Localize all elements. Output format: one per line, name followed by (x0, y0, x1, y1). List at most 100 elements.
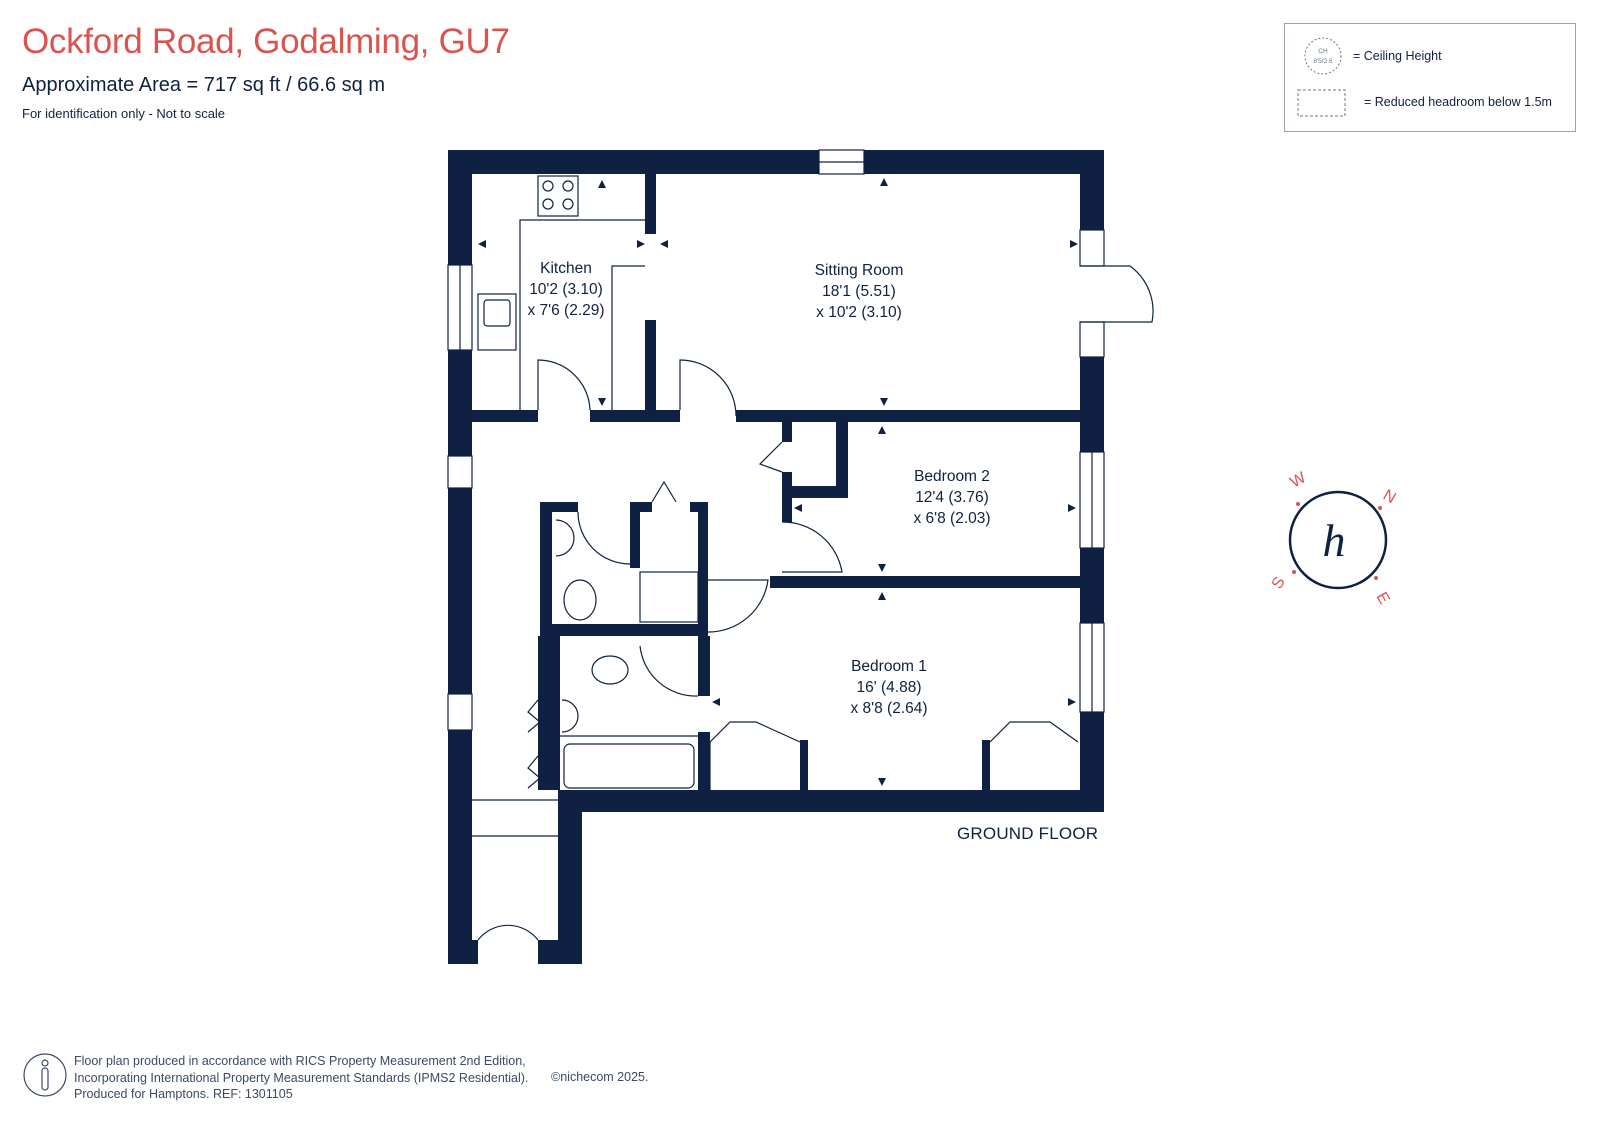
hob-ring-1 (542, 180, 554, 192)
door-kitchen (537, 359, 591, 411)
fixtures (447, 149, 1154, 941)
room-bedroom-2-dim2: x 6'8 (2.03) (913, 510, 991, 527)
person-icon (23, 1053, 67, 1097)
compass-dot-ne (1378, 506, 1382, 510)
arrow-bed2-left (794, 504, 802, 512)
wall-sitting-bottom (736, 410, 1080, 422)
wardrobe-2 (989, 721, 1079, 743)
wall-right-3 (1080, 548, 1104, 623)
compass-w: W (1288, 469, 1310, 492)
compass-dot-nw (1296, 502, 1300, 506)
room-bedroom-2: Bedroom 2 12'4 (3.76) x 6'8 (2.03) (913, 466, 990, 529)
wall-shower-right (698, 502, 708, 632)
wall-kitchen-bottom-right (590, 410, 680, 422)
hob-ring-2 (562, 180, 574, 192)
hob-icon (537, 175, 579, 217)
room-kitchen-dim1: 10'2 (3.10) (529, 281, 603, 298)
room-kitchen-name: Kitchen (540, 260, 592, 277)
arrow-kitchen-top (598, 180, 606, 188)
wall-left-2 (448, 350, 472, 456)
basin-icon-2 (561, 699, 579, 733)
wall-kitchen-right-1 (645, 174, 656, 234)
bath-icon (563, 743, 695, 789)
basin-icon-1 (555, 519, 575, 557)
wardrobe-1 (709, 721, 801, 743)
arrow-kitchen-left (478, 240, 486, 248)
wall-cupboard-left-1 (782, 422, 792, 442)
compass-ring (1288, 490, 1388, 590)
hob-ring-4 (562, 198, 574, 210)
arrow-sitting-right (1070, 240, 1078, 248)
wall-shower-top-mid (630, 502, 652, 512)
wall-top-right (864, 150, 1104, 174)
arrow-bed1-right (1068, 698, 1076, 706)
kitchen-sink-icon (477, 293, 517, 351)
wall-entry-right (558, 800, 582, 964)
door-airing-cupboard (651, 480, 677, 503)
door-bedroom2 (781, 521, 843, 573)
wall-cupboard-right (836, 422, 848, 498)
legend-graphics: CH 8'5/2.6 (1297, 37, 1346, 117)
wall-right-2 (1080, 357, 1104, 452)
room-bedroom-1-dim1: 16' (4.88) (856, 679, 922, 696)
wall-top-left (448, 150, 819, 174)
door-shower-room (577, 511, 631, 565)
door-balcony (1080, 265, 1154, 323)
shower-tray-icon (639, 571, 699, 623)
legend-box: CH 8'5/2.6 = Ceiling Height = Reduced he… (1284, 23, 1576, 132)
wall-shower-bottom (540, 624, 708, 636)
arrow-bed1-left (712, 698, 720, 706)
compass-n: N (1380, 487, 1399, 508)
wall-left-3 (448, 488, 472, 694)
wall-cupboard-left-2 (782, 472, 792, 522)
identification-note: For identification only - Not to scale (22, 106, 226, 121)
room-bedroom-2-dim1: 12'4 (3.76) (915, 489, 989, 506)
wall-bathroom-right-2 (698, 732, 710, 794)
legend-headroom-label: = Reduced headroom below 1.5m (1364, 95, 1552, 109)
room-kitchen: Kitchen 10'2 (3.10) x 7'6 (2.29) (527, 258, 604, 321)
approximate-area: Approximate Area = 717 sq ft / 66.6 sq m (22, 74, 385, 96)
compass-s: S (1272, 574, 1289, 592)
arrow-bed2-bottom (878, 564, 886, 572)
footer-line-1: Floor plan produced in accordance with R… (74, 1054, 526, 1068)
walls (448, 150, 1104, 964)
compass: h W N S E (1272, 469, 1399, 608)
wardrobe-2-left (982, 740, 990, 790)
wall-cupboard-bottom (782, 486, 848, 498)
toilet-icon-2 (591, 655, 629, 685)
ceiling-icon-bottom: 8'5/2.6 (1313, 58, 1333, 65)
room-sitting-dim1: 18'1 (5.51) (822, 283, 896, 300)
room-sitting-dim2: x 10'2 (3.10) (816, 304, 902, 321)
arrow-kitchen-right (637, 240, 645, 248)
wall-shower-divider (630, 502, 640, 568)
wall-bathroom-right-1 (698, 636, 710, 696)
arrow-sitting-top (880, 178, 888, 186)
footer-line-3: Produced for Hamptons. REF: 1301105 (74, 1087, 293, 1101)
arrow-bed1-bottom (878, 778, 886, 786)
window-hall (447, 455, 473, 489)
wall-right-1 (1080, 150, 1104, 230)
footer-text: Floor plan produced in accordance with R… (74, 1053, 528, 1103)
wall-bed2-bottom (770, 576, 1080, 588)
arrow-kitchen-bottom (598, 398, 606, 406)
dimension-arrows (478, 178, 1078, 786)
window-hall-2 (447, 693, 473, 731)
kitchen-unit (611, 265, 645, 410)
arrow-sitting-left (660, 240, 668, 248)
room-bedroom-1: Bedroom 1 16' (4.88) x 8'8 (2.64) (850, 656, 927, 719)
wall-entry-stub-right (538, 940, 582, 964)
compass-e: E (1373, 590, 1393, 608)
hall-cupboard-door-2 (527, 755, 541, 789)
ceiling-height-icon (1304, 37, 1342, 75)
kitchen-worktop (519, 219, 645, 410)
wardrobe-1-right (800, 740, 808, 790)
property-title: Ockford Road, Godalming, GU7 (22, 22, 510, 61)
room-bedroom-1-dim2: x 8'8 (2.64) (850, 700, 928, 717)
wall-left-1 (448, 150, 472, 265)
wall-shower-top-left (540, 502, 578, 512)
wall-left-4 (448, 730, 472, 964)
wall-entry-stub-left (448, 940, 478, 964)
arrow-bed2-top (878, 426, 886, 434)
door-shower (707, 579, 769, 633)
